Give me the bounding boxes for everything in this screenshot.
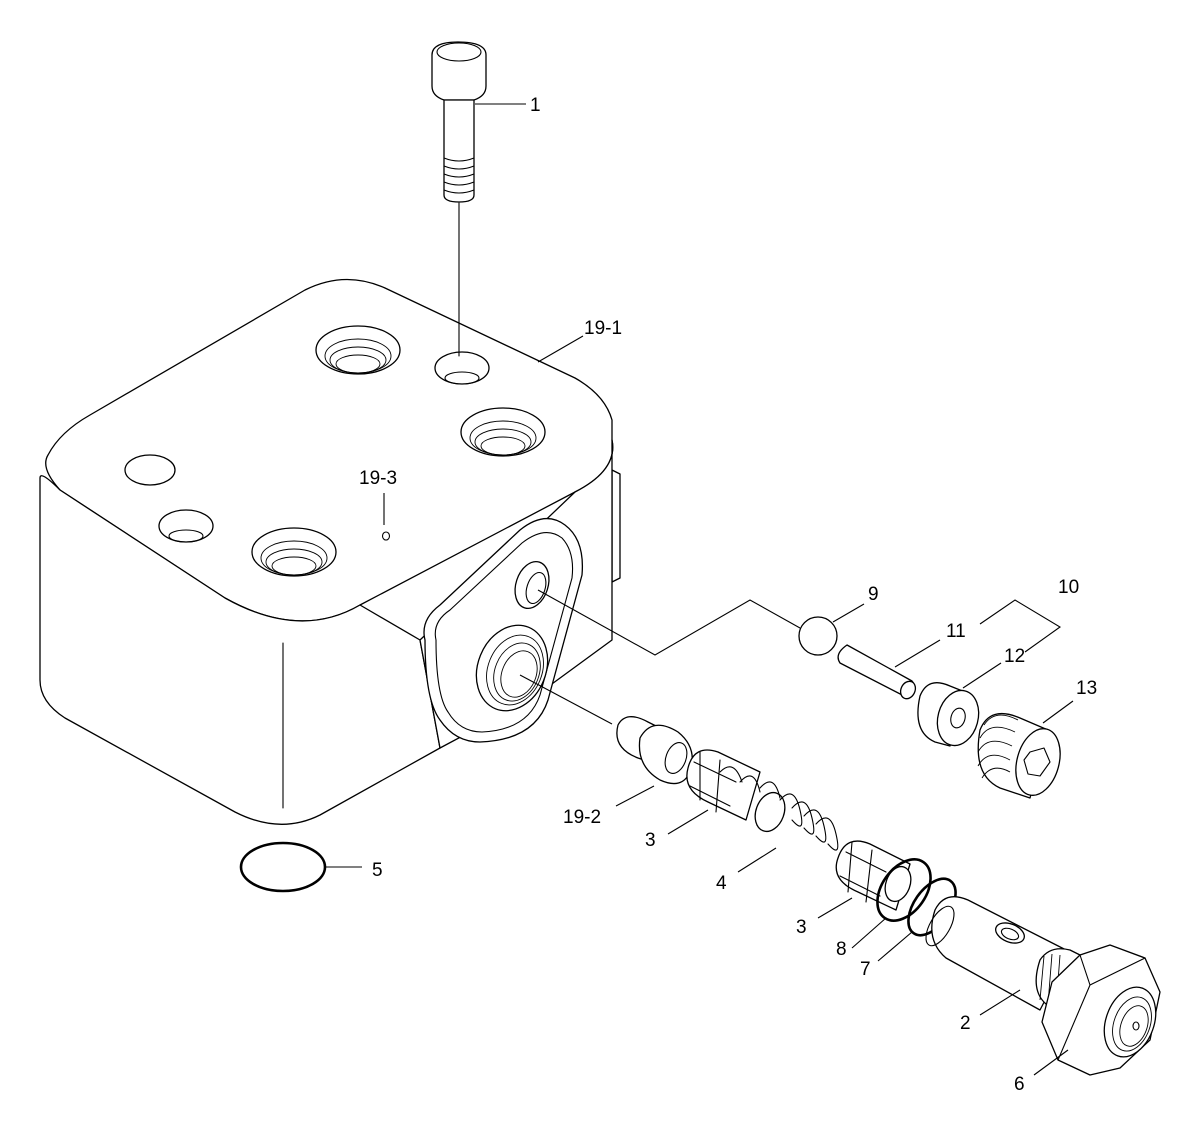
threaded-port-top-front xyxy=(251,527,337,577)
callout-4: 4 xyxy=(716,873,727,894)
hex-nut xyxy=(1041,944,1161,1076)
callout-9: 9 xyxy=(868,584,879,605)
callout-12: 12 xyxy=(1004,646,1025,667)
spring xyxy=(719,766,839,851)
callout-1: 1 xyxy=(530,95,541,116)
valve-body xyxy=(39,278,621,825)
pin xyxy=(837,644,917,700)
o-ring-5 xyxy=(239,841,327,893)
threaded-port-top-back xyxy=(315,325,401,375)
callout-3-lower: 3 xyxy=(796,917,807,938)
callout-7: 7 xyxy=(860,959,871,980)
callout-19-2: 19-2 xyxy=(563,807,601,828)
callout-8: 8 xyxy=(836,939,847,960)
o-ring-8 xyxy=(876,858,932,922)
callout-11: 11 xyxy=(946,621,966,642)
path-line-poppet xyxy=(519,674,613,725)
socket-head-bolt xyxy=(431,41,487,357)
path-line-ball xyxy=(537,589,801,656)
threaded-plug xyxy=(977,712,1061,799)
callout-10: 10 xyxy=(1058,577,1079,598)
spring-guide-upper xyxy=(686,749,786,833)
poppet-19-2 xyxy=(616,716,693,785)
callout-6: 6 xyxy=(1014,1074,1025,1095)
callout-19-3: 19-3 xyxy=(359,468,397,489)
callout-3-upper: 3 xyxy=(645,830,656,851)
callout-labels: 1 19-1 19-3 9 10 11 12 13 19-2 3 4 3 8 7… xyxy=(359,95,1097,1095)
callout-5: 5 xyxy=(372,860,383,881)
seat xyxy=(917,682,980,747)
threaded-port-top-right xyxy=(460,407,546,457)
callout-2: 2 xyxy=(960,1013,971,1034)
leader-lines xyxy=(324,103,1074,1076)
callout-19-1: 19-1 xyxy=(584,318,622,339)
check-ball xyxy=(798,616,838,656)
callout-13: 13 xyxy=(1076,678,1097,699)
spring-guide-lower xyxy=(835,840,912,911)
